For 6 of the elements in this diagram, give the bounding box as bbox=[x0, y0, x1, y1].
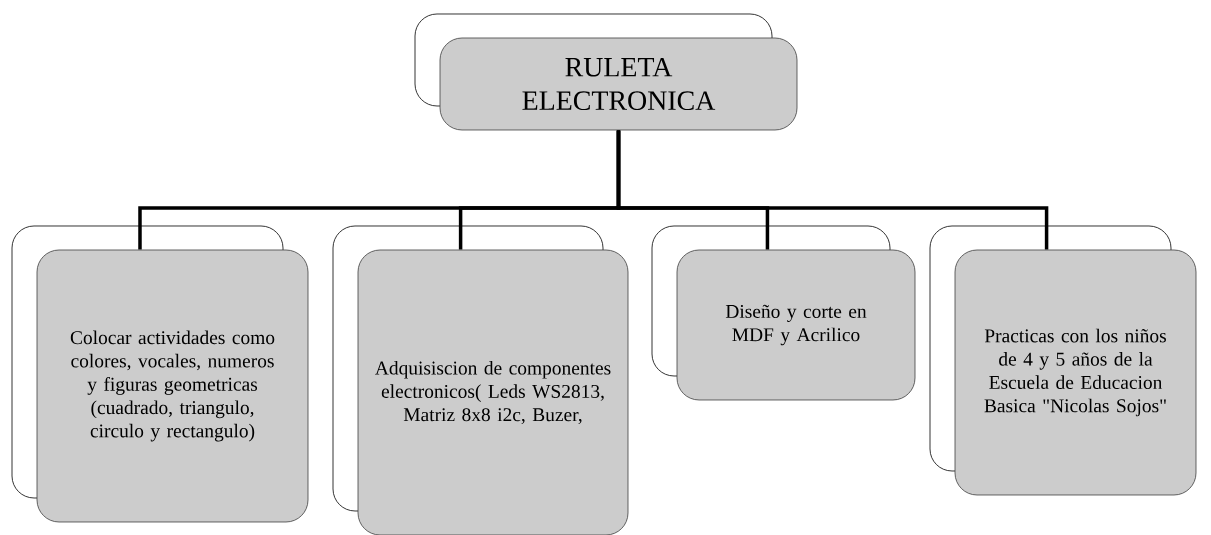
node-box: Colocar actividades como colores, vocales, numeros y figuras geometricas (cuadrado, triangulo, circulo y rectangulo) bbox=[11, 225, 309, 523]
node-box: Practicas con los niños de 4 y 5 años de la Escuela de Educacion Basica "Nicolas Sojos" bbox=[929, 225, 1197, 496]
node-box: Diseño y corte en MDF y Acrilico bbox=[651, 225, 916, 401]
connector-line bbox=[616, 130, 1049, 250]
node-box: Adquisiscion de componentes electronicos( Leds WS2813, Matriz 8x8 i2c, Buzer, bbox=[332, 225, 629, 535]
node-box: RULETA ELECTRONICA bbox=[414, 13, 798, 131]
